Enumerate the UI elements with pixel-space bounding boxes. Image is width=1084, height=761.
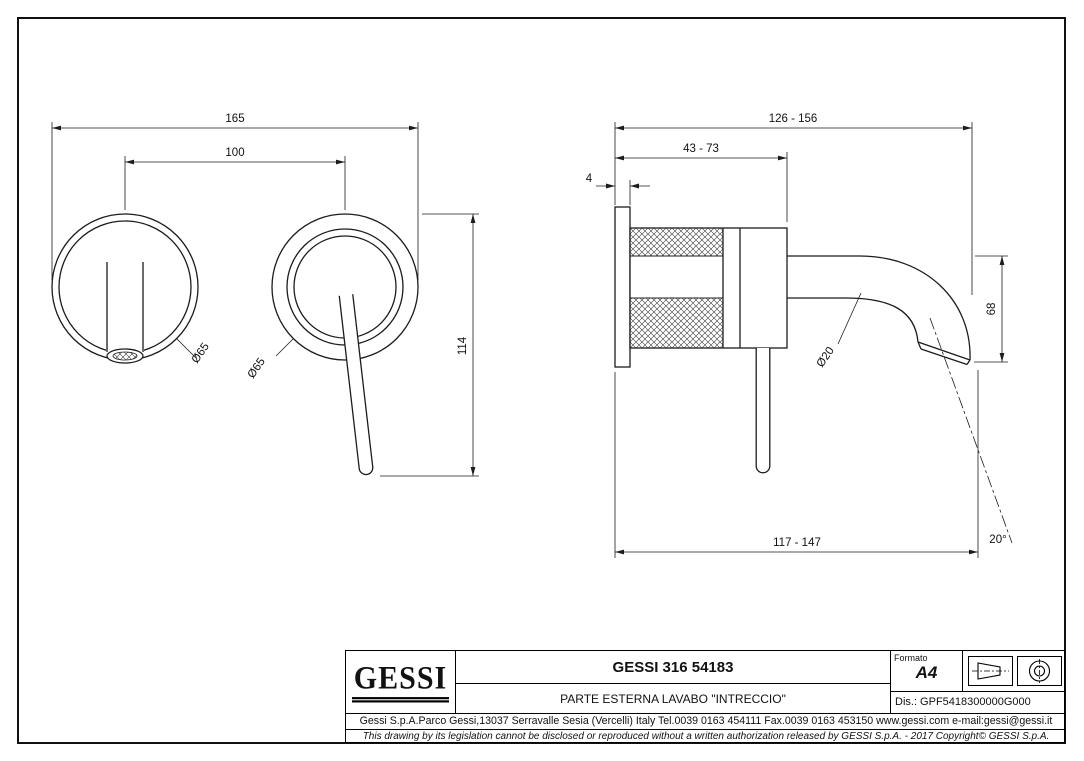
svg-text:Ø20: Ø20 — [815, 345, 837, 370]
dim-spout-diameter-label: Ø65 — [190, 341, 212, 366]
dim-body-projection: 43 - 73 — [615, 143, 788, 222]
dim-handle-diameter-label: Ø65 — [246, 356, 268, 381]
dim-spout-reach: 117 - 147 — [614, 370, 979, 558]
spout-front — [106, 262, 144, 364]
title-block-right: Formato A4 Dis.: GPF — [891, 651, 1066, 713]
svg-text:43 - 73: 43 - 73 — [683, 143, 719, 155]
svg-text:100: 100 — [225, 147, 244, 159]
handle-lever-side — [755, 348, 771, 474]
svg-text:114: 114 — [457, 336, 469, 355]
knurl-band-bottom — [629, 297, 724, 349]
svg-text:126 - 156: 126 - 156 — [769, 113, 818, 125]
projection-symbol-frustum-icon — [967, 656, 1013, 686]
projection-symbol-circles-icon — [1016, 656, 1062, 686]
projection-symbols — [963, 651, 1066, 691]
svg-text:20°: 20° — [989, 534, 1006, 546]
knurl-band-top — [629, 227, 724, 257]
model-number: GESSI 316 54183 — [456, 651, 890, 684]
svg-text:68: 68 — [986, 303, 998, 316]
dim-overall-projection: 126 - 156 — [614, 113, 973, 295]
handle-lever-front — [338, 294, 374, 476]
svg-text:117 - 147: 117 - 147 — [773, 537, 821, 549]
svg-text:4: 4 — [586, 173, 593, 185]
dim-center-distance: 100 — [124, 147, 346, 210]
dim-spout-diameter: Ø20 — [815, 292, 862, 370]
spout-side — [787, 255, 971, 366]
format-label: Formato — [894, 653, 928, 663]
svg-text:165: 165 — [225, 113, 244, 125]
company-logo: GESSI — [346, 651, 456, 713]
sheet-border — [17, 17, 1066, 744]
dim-spout-drop: 68 — [974, 255, 1008, 363]
aerator-front — [112, 351, 138, 361]
format-value: A4 — [915, 663, 938, 682]
disclaimer-text: This drawing by its legislation cannot b… — [346, 729, 1066, 744]
dim-overall-width: 165 — [51, 113, 419, 280]
title-block-center: GESSI 316 54183 PARTE ESTERNA LAVABO "IN… — [456, 651, 891, 713]
address-line: Gessi S.p.A.Parco Gessi,13037 Serravalle… — [346, 713, 1066, 729]
title-block: GESSI GESSI 316 54183 PARTE ESTERNA LAVA… — [345, 650, 1066, 744]
dim-spout-angle: 20° — [929, 317, 1013, 546]
gessi-logo: GESSI — [351, 661, 450, 702]
format-cell: Formato A4 — [891, 651, 963, 691]
drawing-description: PARTE ESTERNA LAVABO "INTRECCIO" — [560, 691, 786, 706]
side-view: 126 - 156 43 - 73 4 — [586, 113, 1013, 558]
front-view: Ø65 Ø65 165 100 — [51, 113, 479, 477]
dim-plate-thickness: 4 — [586, 173, 650, 205]
drawing-number: Dis.: GPF5418300000G000 — [891, 691, 1066, 713]
dim-height: 114 — [380, 213, 479, 477]
wall-plate — [614, 206, 631, 368]
